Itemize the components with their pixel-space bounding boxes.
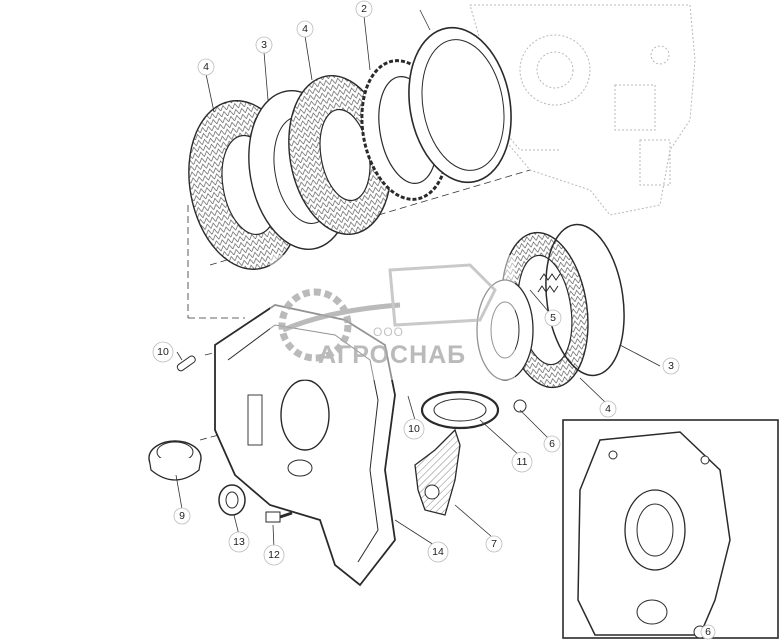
callout-label: 6 (705, 626, 711, 638)
field-swoosh-icon (282, 302, 401, 333)
agrosnab-watermark: ООО АГРОСНАБ (270, 255, 515, 380)
callout-10-left: 10 (152, 341, 174, 363)
dowel-pin-10 (176, 355, 196, 372)
piston-6 (476, 279, 534, 413)
callout-7: 7 (485, 535, 503, 553)
callout-4-lower: 4 (599, 400, 617, 418)
callout-4-left: 4 (197, 58, 215, 76)
callout-label: 2 (361, 3, 367, 15)
pressure-plate-1 (408, 26, 512, 184)
callout-11: 11 (511, 451, 533, 473)
callout-3-upper: 3 (255, 36, 273, 54)
callout-label: 6 (549, 438, 555, 450)
callout-label: 7 (491, 538, 497, 550)
gasket-7 (414, 428, 461, 516)
callout-13: 13 (228, 531, 250, 553)
callout-2: 2 (355, 0, 373, 18)
steel-plate-3-lower (545, 223, 625, 377)
bolt-12 (265, 511, 293, 523)
callout-6-inset: 6 (700, 624, 716, 640)
callout-10-right: 10 (403, 418, 425, 440)
gear-logo-icon (278, 288, 352, 362)
callout-label: 10 (157, 346, 169, 358)
callout-label: 12 (268, 549, 280, 561)
callout-9: 9 (173, 507, 191, 525)
watermark-prefix: ООО (373, 325, 404, 339)
callout-label: 13 (233, 536, 245, 548)
bushing-9 (148, 440, 202, 481)
callout-4-top: 4 (296, 20, 314, 38)
watermark-name: АГРОСНАБ (318, 341, 466, 369)
callout-label: 4 (203, 61, 209, 73)
callout-label: 11 (517, 456, 528, 468)
callout-6: 6 (543, 435, 561, 453)
oil-seal-13 (218, 484, 246, 516)
callout-label: 9 (179, 510, 185, 522)
callout-label: 5 (550, 312, 556, 324)
spring-5 (537, 273, 561, 293)
leader-lines (175, 9, 661, 549)
cover-housing-14 (214, 304, 396, 587)
callout-label: 10 (408, 423, 420, 435)
callout-label: 3 (261, 39, 267, 51)
callout-label: 4 (302, 23, 308, 35)
callout-label: 3 (668, 360, 674, 372)
callout-5: 5 (544, 309, 562, 327)
seal-ring-11 (420, 390, 500, 430)
combine-harvester-icon (388, 263, 497, 327)
callout-3-lower: 3 (662, 357, 680, 375)
inset-detail-view (562, 419, 779, 639)
callout-label: 14 (432, 546, 444, 558)
callouts: 2 3 4 4 5 3 4 6 (152, 0, 716, 640)
callout-12: 12 (263, 544, 285, 566)
callout-label: 4 (605, 403, 611, 415)
callout-14: 14 (427, 541, 449, 563)
